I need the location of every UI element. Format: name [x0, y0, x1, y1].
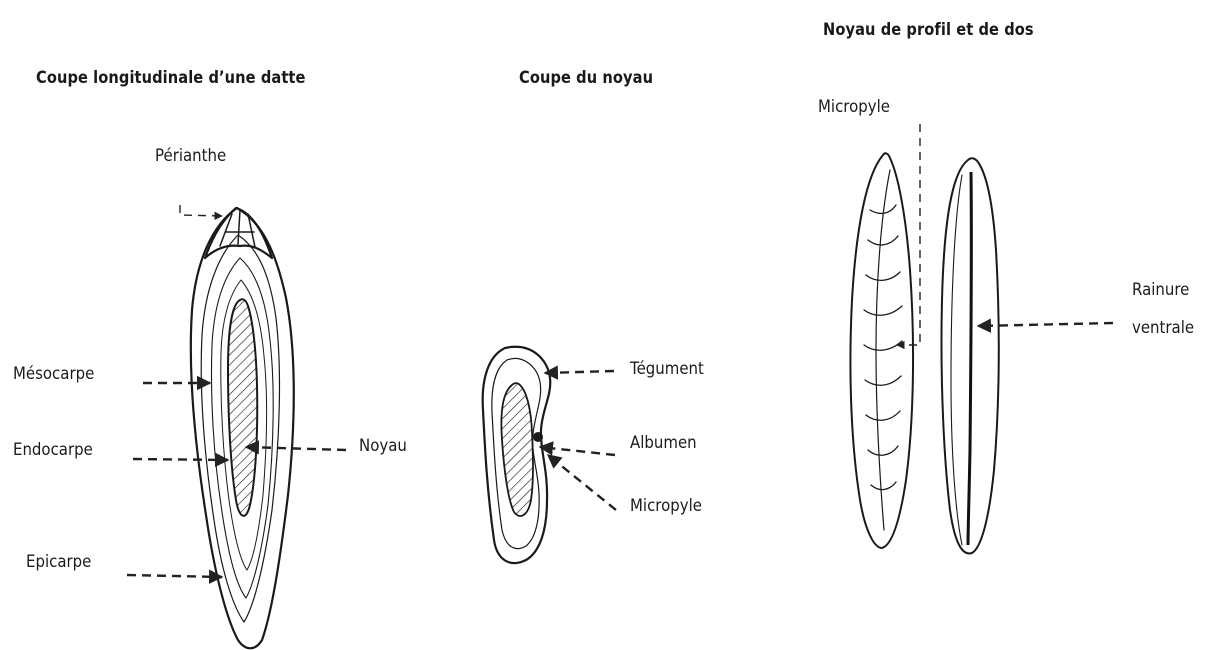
- label-epicarpe: Epicarpe: [26, 552, 91, 572]
- albumen-leader-line: [540, 447, 615, 455]
- endocarp-leader-line: [133, 459, 228, 460]
- label-mesocarpe: Mésocarpe: [13, 364, 94, 384]
- label-ventrale: ventrale: [1132, 318, 1194, 338]
- micropyle-leader-line: [548, 455, 616, 510]
- label-micropyle-section: Micropyle: [630, 496, 702, 516]
- seed-back-inner: [951, 175, 962, 545]
- perianth-leader-line: [180, 205, 222, 216]
- seed-section-drawing: [483, 347, 616, 563]
- epicarp-leader-line: [127, 575, 222, 577]
- profile-micropyle-leader-line: [897, 124, 920, 345]
- label-albumen: Albumen: [630, 433, 697, 453]
- ventral-groove: [968, 172, 971, 545]
- seed-micropyle-dot: [533, 432, 543, 442]
- seed-albumen-hatched: [501, 383, 533, 516]
- date-longitudinal-drawing: [127, 205, 346, 648]
- noyau-leader-line: [246, 447, 346, 450]
- label-perianthe: Périanthe: [155, 146, 226, 166]
- label-micropyle-profile: Micropyle: [818, 97, 890, 117]
- seed-profile-drawing: [850, 124, 1113, 553]
- label-endocarpe: Endocarpe: [13, 440, 93, 460]
- seed-profile-texture: [864, 205, 902, 490]
- date-seed-hatched: [228, 299, 257, 516]
- tegument-leader-line: [545, 371, 614, 373]
- label-rainure: Rainure: [1132, 280, 1189, 300]
- label-noyau: Noyau: [359, 436, 407, 456]
- label-tegument: Tégument: [630, 359, 704, 379]
